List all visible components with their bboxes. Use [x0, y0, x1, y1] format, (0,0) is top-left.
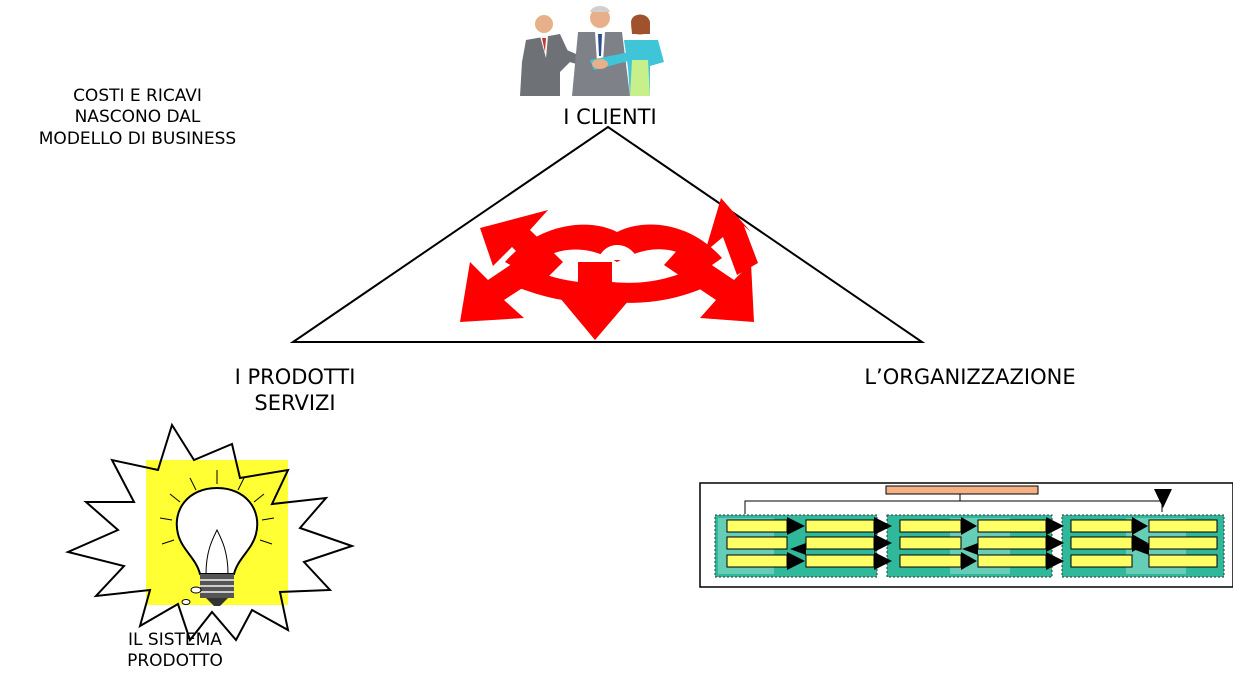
- lightbulb-burst-icon: [64, 422, 356, 643]
- label-prodotti-servizi: I PRODOTTI SERVIZI: [234, 365, 356, 416]
- four-way-red-arrows-icon: [460, 198, 758, 340]
- org-top-box: [885, 485, 1039, 495]
- light-rays: [159, 470, 275, 545]
- burst-outline: [64, 422, 356, 643]
- people-handshake-icon: [520, 6, 664, 96]
- person-left-head: [535, 15, 553, 33]
- business-model-note: COSTI E RICAVI NASCONO DAL MODELLO DI BU…: [38, 86, 237, 149]
- label-organizzazione: L’ORGANIZZAZIONE: [864, 365, 1076, 389]
- label-clienti: I CLIENTI: [563, 105, 657, 129]
- process-arrows: [787, 517, 1148, 570]
- process-back-arrows: [790, 543, 1149, 555]
- business-model-triangle: [289, 125, 926, 343]
- person-middle-head: [590, 8, 610, 28]
- process-flow-chart-icon: [699, 482, 1233, 588]
- process-boxes: [726, 519, 1218, 568]
- label-sistema-prodotto: IL SISTEMA PRODOTTO: [127, 630, 223, 672]
